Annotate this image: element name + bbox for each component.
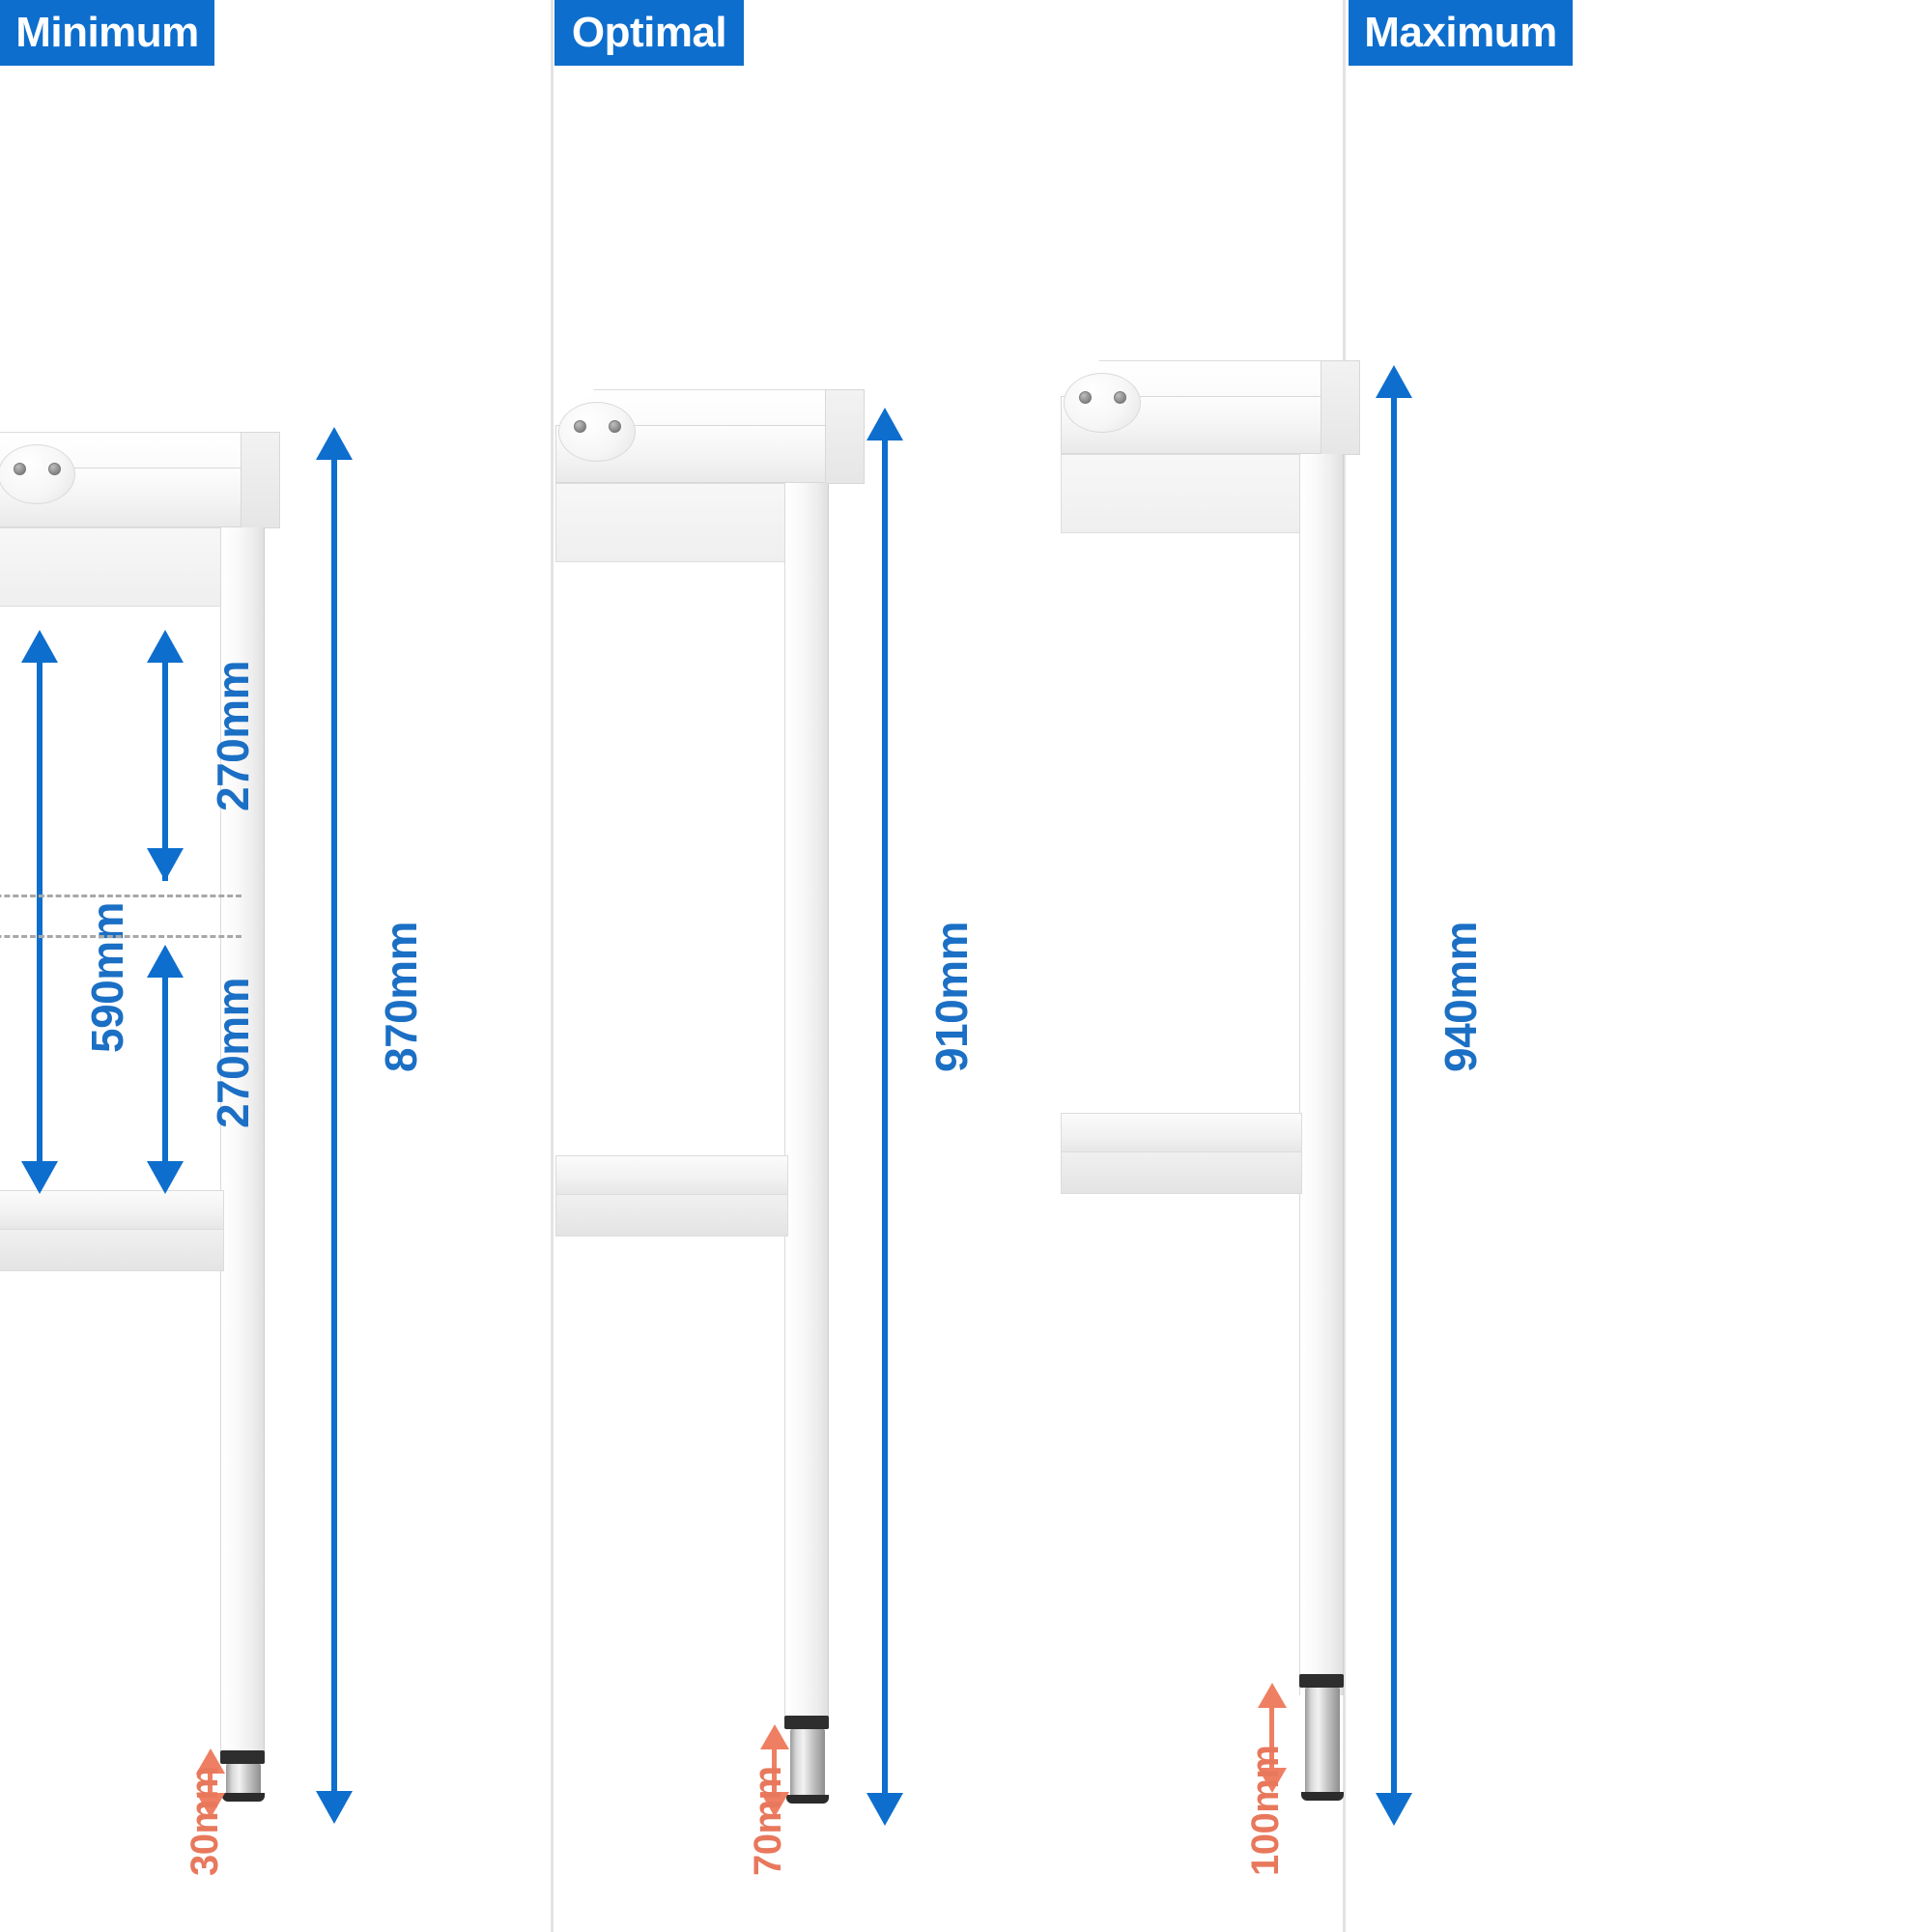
dim-870-line <box>331 460 337 1791</box>
mount-screw-optimal-1 <box>574 420 586 433</box>
dim-910-arrow-up <box>867 408 903 440</box>
foot-collar-maximum <box>1299 1674 1344 1688</box>
dim-270-lower-label: 270mm <box>208 977 258 1128</box>
dim-70-arrow-down <box>760 1792 789 1817</box>
table-top-end-cap-optimal <box>825 389 865 484</box>
table-lower-brace-minimum <box>0 1190 224 1231</box>
dim-940-line <box>1391 398 1397 1793</box>
dim-910-label: 910mm <box>926 921 977 1072</box>
mount-screw-minimum-2 <box>48 463 61 475</box>
dim-870-arrow-down <box>316 1791 353 1824</box>
adjustable-foot-optimal <box>790 1729 825 1797</box>
dim-870-arrow-up <box>316 427 353 460</box>
mount-screw-maximum-2 <box>1114 391 1126 404</box>
dim-940-label: 940mm <box>1435 921 1486 1072</box>
centre-guide-upper <box>0 895 242 897</box>
dim-590-arrow-up <box>21 630 58 663</box>
dim-910-line <box>882 440 888 1793</box>
mounting-disc-maximum <box>1064 373 1141 433</box>
table-lower-brace-front-optimal <box>555 1194 788 1236</box>
dim-100-line <box>1269 1708 1274 1768</box>
dim-100-label: 100mm <box>1244 1745 1287 1876</box>
dim-70-label: 70mm <box>747 1766 789 1876</box>
panel-title-maximum: Maximum <box>1349 0 1573 66</box>
dim-590-line <box>37 663 43 1161</box>
adjustable-foot-minimum <box>226 1764 261 1795</box>
dim-100-arrow-up <box>1258 1683 1287 1708</box>
dim-270-lower-arrow-up <box>147 945 184 978</box>
dim-590-arrow-down <box>21 1161 58 1194</box>
panel-title-optimal-label: Optimal <box>571 9 727 56</box>
dim-270-upper-arrow-down <box>147 848 184 881</box>
table-lower-brace-front-minimum <box>0 1229 224 1271</box>
dim-30-label: 30mm <box>184 1766 226 1876</box>
dim-30-arrow-up <box>196 1748 225 1774</box>
panel-maximum <box>1345 0 1932 1932</box>
dim-30-arrow-down <box>196 1793 225 1818</box>
panel-title-minimum-label: Minimum <box>15 9 199 56</box>
table-top-end-cap-minimum <box>241 432 280 528</box>
table-apron-maximum <box>1061 454 1321 533</box>
mount-screw-minimum-1 <box>14 463 26 475</box>
foot-base-optimal <box>786 1795 829 1804</box>
panel-divider-2 <box>1343 0 1346 1932</box>
dim-70-line <box>772 1749 777 1792</box>
table-lower-brace-front-maximum <box>1061 1151 1302 1194</box>
table-leg-minimum <box>220 527 265 1754</box>
mount-screw-maximum-1 <box>1079 391 1092 404</box>
foot-base-maximum <box>1301 1792 1344 1801</box>
dim-940-arrow-down <box>1376 1793 1412 1826</box>
foot-collar-optimal <box>784 1716 829 1729</box>
dim-940-arrow-up <box>1376 365 1412 398</box>
panel-divider-1 <box>551 0 554 1932</box>
adjustable-foot-maximum <box>1305 1688 1340 1794</box>
dim-270-lower-arrow-down <box>147 1161 184 1194</box>
dim-100-arrow-down <box>1258 1768 1287 1793</box>
dim-270-lower-line <box>162 978 168 1161</box>
dim-270-upper-arrow-up <box>147 630 184 663</box>
table-top-end-cap-maximum <box>1321 360 1360 455</box>
dim-590-label: 590mm <box>82 901 132 1053</box>
dim-70-arrow-up <box>760 1724 789 1749</box>
mount-screw-optimal-2 <box>609 420 621 433</box>
dim-270-upper-line <box>162 663 168 881</box>
dim-270-upper-label: 270mm <box>208 660 258 811</box>
panel-title-maximum-label: Maximum <box>1364 9 1557 56</box>
table-lower-brace-maximum <box>1061 1113 1302 1153</box>
panel-title-optimal: Optimal <box>554 0 744 66</box>
foot-base-minimum <box>222 1793 265 1802</box>
foot-collar-minimum <box>220 1750 265 1764</box>
table-leg-maximum <box>1299 454 1344 1695</box>
dim-870-label: 870mm <box>376 921 426 1072</box>
panel-title-minimum: Minimum <box>0 0 214 66</box>
table-apron-optimal <box>555 483 826 562</box>
mounting-disc-optimal <box>558 402 636 462</box>
mounting-disc-minimum <box>0 444 75 504</box>
table-leg-optimal <box>784 483 829 1719</box>
dim-30-line <box>208 1774 213 1793</box>
table-apron-minimum <box>0 527 242 607</box>
dim-910-arrow-down <box>867 1793 903 1826</box>
table-lower-brace-optimal <box>555 1155 788 1196</box>
centre-guide-lower <box>0 935 242 938</box>
